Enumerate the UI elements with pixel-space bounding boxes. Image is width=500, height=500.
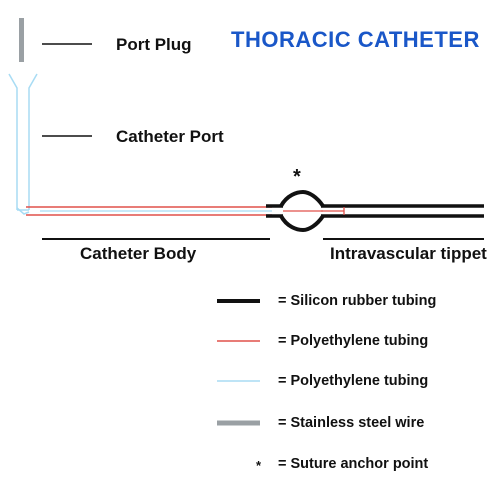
port-plug-wire — [19, 18, 24, 62]
suture-anchor-bulb — [279, 189, 325, 208]
suture-anchor-marker: * — [293, 166, 301, 188]
catheter-body-label: Catheter Body — [80, 244, 197, 263]
catheter-port-tubing — [8, 73, 38, 215]
legend-polyethylene-blue-text: = Polyethylene tubing — [278, 373, 429, 389]
legend-steel-wire-text: = Stainless steel wire — [278, 415, 425, 431]
intravascular-tippet-label: Intravascular tippet — [330, 244, 487, 263]
legend-silicon-text: = Silicon rubber tubing — [278, 293, 437, 309]
legend-suture-asterisk: * — [256, 458, 262, 473]
port-plug-label: Port Plug — [116, 35, 192, 54]
diagram-title: THORACIC CATHETER — [231, 27, 480, 52]
legend-polyethylene-red-text: = Polyethylene tubing — [278, 333, 429, 349]
suture-anchor-bulb-lower — [279, 214, 325, 233]
legend-suture-text: = Suture anchor point — [278, 456, 429, 472]
catheter-port-label: Catheter Port — [116, 127, 224, 146]
